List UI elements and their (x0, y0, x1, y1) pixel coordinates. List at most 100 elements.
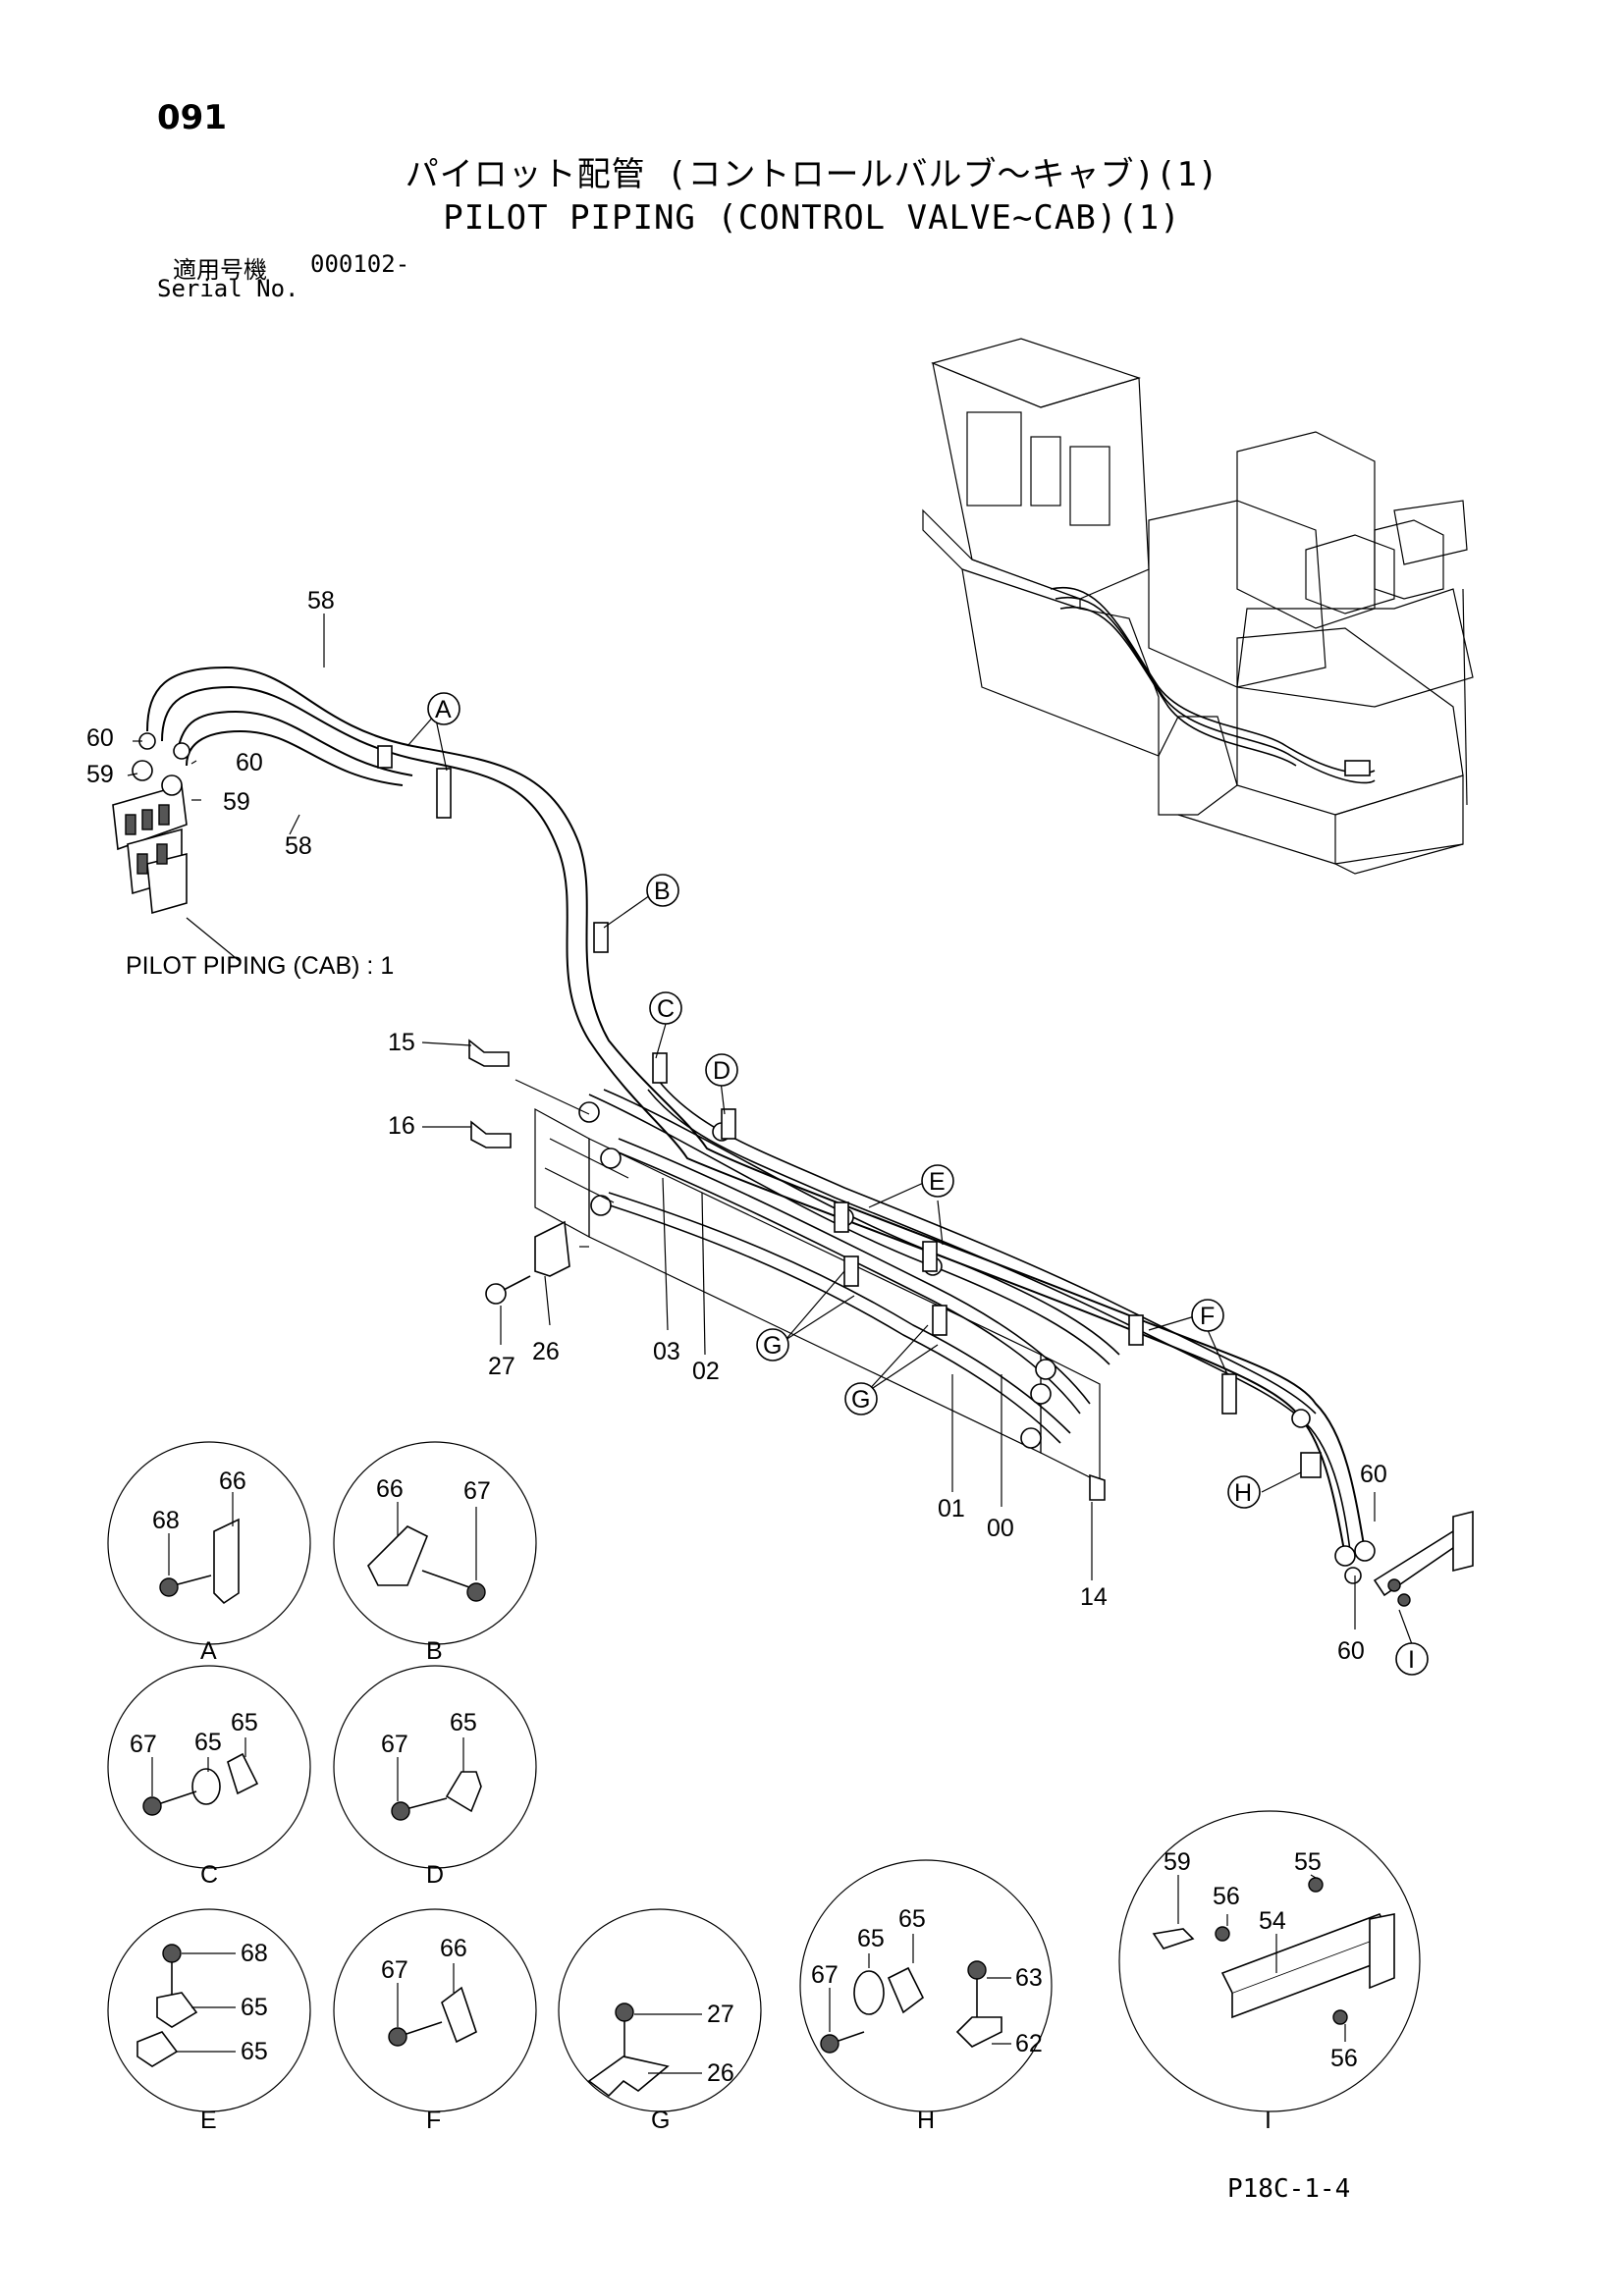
serial-label-japanese: 適用号機 (173, 256, 267, 284)
svg-text:68: 68 (241, 1940, 268, 1967)
marker-c: C (649, 991, 682, 1025)
detail-view-e: 68 65 65 E (107, 1908, 311, 2134)
machine-overview-drawing (922, 338, 1474, 875)
leader-lines (127, 614, 1413, 1645)
serial-label-english: Serial No. (157, 275, 299, 302)
svg-text:I: I (1265, 2107, 1272, 2134)
main-hose-assembly (112, 666, 1474, 1607)
detail-view-c: 65 65 67 C (107, 1665, 311, 1889)
svg-text:67: 67 (130, 1731, 157, 1758)
callout-60-left: 60 (86, 724, 114, 752)
svg-text:65: 65 (450, 1709, 477, 1736)
callout-59-right: 59 (223, 788, 250, 816)
svg-text:66: 66 (219, 1468, 246, 1495)
svg-text:65: 65 (898, 1905, 926, 1933)
svg-text:D: D (426, 1861, 444, 1889)
serial-value: 000102- (310, 250, 410, 278)
marker-a: A (427, 692, 460, 725)
svg-text:F: F (426, 2107, 441, 2134)
title-english: PILOT PIPING (CONTROL VALVE~CAB)(1) (443, 198, 1181, 238)
marker-d: D (705, 1053, 738, 1087)
callout-60-upper-right: 60 (1360, 1461, 1387, 1488)
pilot-piping-cab-label: PILOT PIPING (CAB) : 1 (126, 952, 394, 980)
svg-text:H: H (917, 2107, 935, 2134)
bolt-clamp-27-26 (485, 1220, 570, 1305)
callout-00: 00 (987, 1515, 1014, 1542)
view-markers: A B C D E F G G H I (427, 692, 1429, 1676)
marker-g-1: G (756, 1328, 789, 1362)
detail-view-g: 27 26 G (558, 1908, 762, 2134)
svg-text:C: C (657, 995, 675, 1023)
svg-text:B: B (654, 878, 671, 905)
svg-text:F: F (1200, 1303, 1215, 1330)
svg-text:56: 56 (1213, 1883, 1240, 1910)
svg-text:66: 66 (376, 1475, 404, 1503)
svg-text:56: 56 (1330, 2045, 1358, 2072)
svg-text:63: 63 (1015, 1964, 1043, 1992)
manifold-bracket-i (1373, 1510, 1474, 1607)
marker-h: H (1227, 1475, 1261, 1509)
callout-60-lower-right: 60 (1337, 1637, 1365, 1665)
svg-text:67: 67 (381, 1956, 408, 1984)
callout-60-right: 60 (236, 749, 263, 776)
footer-code: P18C-1-4 (1227, 2174, 1351, 2204)
svg-text:68: 68 (152, 1507, 180, 1534)
svg-text:59: 59 (1164, 1848, 1191, 1876)
svg-text:I: I (1408, 1646, 1415, 1674)
svg-text:G: G (651, 2107, 670, 2134)
detail-view-a: 66 68 A (107, 1441, 311, 1665)
svg-text:65: 65 (194, 1729, 222, 1756)
callout-16: 16 (388, 1112, 415, 1140)
svg-text:67: 67 (811, 1961, 839, 1989)
detail-view-i: 59 56 55 54 56 I (1118, 1810, 1421, 2134)
svg-text:67: 67 (463, 1477, 491, 1505)
callout-14: 14 (1080, 1583, 1108, 1611)
svg-text:D: D (713, 1057, 731, 1085)
callout-59-left: 59 (86, 761, 114, 788)
title-japanese: パイロット配管 (コントロールバルブ〜キャブ)(1) (405, 155, 1219, 194)
svg-text:C: C (200, 1861, 218, 1889)
svg-text:E: E (929, 1168, 946, 1196)
svg-text:A: A (200, 1637, 217, 1665)
marker-b: B (646, 874, 679, 907)
svg-text:G: G (851, 1386, 870, 1414)
callout-03: 03 (653, 1338, 680, 1365)
callout-15: 15 (388, 1029, 415, 1056)
svg-text:65: 65 (241, 2038, 268, 2065)
svg-text:62: 62 (1015, 2030, 1043, 2057)
detail-view-d: 65 67 D (333, 1665, 537, 1889)
fitting-15-16-14 (468, 1039, 1106, 1501)
svg-text:27: 27 (707, 2001, 734, 2028)
svg-text:65: 65 (241, 1994, 268, 2021)
callout-01: 01 (938, 1495, 965, 1522)
page-number: 091 (157, 98, 227, 137)
detail-view-h: 65 65 67 63 62 H (799, 1859, 1053, 2134)
pilot-valve-block (112, 732, 190, 915)
callout-27: 27 (488, 1353, 515, 1380)
fittings (578, 1101, 1376, 1584)
svg-text:A: A (435, 696, 452, 723)
svg-text:B: B (426, 1637, 443, 1665)
svg-text:26: 26 (707, 2059, 734, 2087)
svg-text:67: 67 (381, 1731, 408, 1758)
callout-58-top: 58 (307, 587, 335, 614)
callout-26: 26 (532, 1338, 560, 1365)
svg-text:65: 65 (857, 1925, 885, 1952)
svg-text:66: 66 (440, 1935, 467, 1962)
svg-text:54: 54 (1259, 1907, 1286, 1935)
clamps (377, 745, 1322, 1478)
callout-58-bottom: 58 (285, 832, 312, 860)
callout-02: 02 (692, 1358, 720, 1385)
main-callout-labels: 58 58 60 60 59 59 15 16 27 26 03 02 01 0… (86, 587, 1387, 1665)
svg-text:G: G (763, 1332, 782, 1360)
marker-g-2: G (844, 1382, 878, 1415)
svg-text:65: 65 (231, 1709, 258, 1736)
marker-i: I (1395, 1642, 1429, 1676)
marker-f: F (1191, 1299, 1224, 1332)
svg-text:55: 55 (1294, 1848, 1322, 1876)
detail-view-b: 66 67 B (333, 1441, 537, 1665)
svg-text:H: H (1234, 1479, 1252, 1507)
marker-e: E (921, 1164, 954, 1198)
svg-text:E: E (200, 2107, 217, 2134)
